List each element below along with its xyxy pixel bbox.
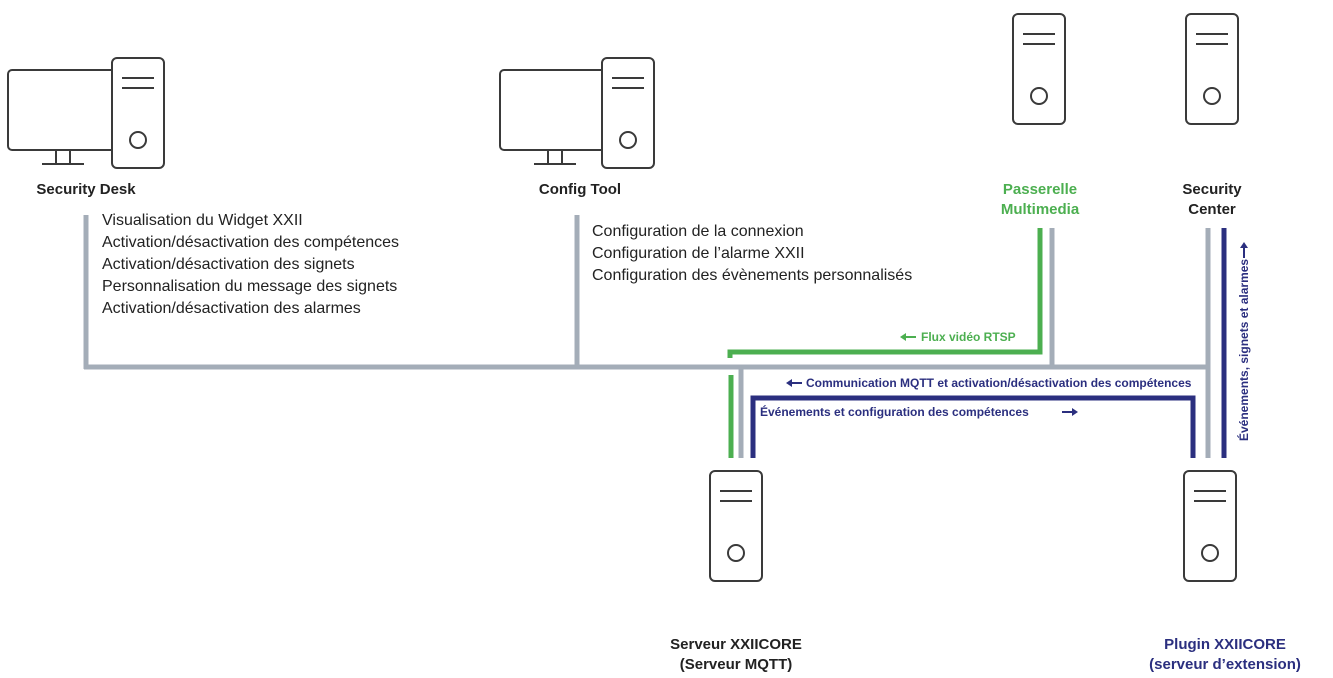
security-center-server-icon — [1185, 13, 1239, 125]
passerelle-label-line1: Passerelle — [1002, 181, 1078, 198]
list-item: Activation/désactivation des signets — [102, 256, 355, 273]
rtsp-video-flow-line — [727, 228, 1043, 358]
events-flow-label: Événements et configuration des compéten… — [760, 405, 1029, 419]
alarms-flow-label: Événements, signets et alarmes — [1237, 258, 1251, 441]
plugin-xxiicore-label-line2: (serveur d’extension) — [1149, 656, 1301, 673]
rtsp-flow-label: Flux vidéo RTSP — [921, 330, 1016, 344]
passerelle-label-line2: Multimedia — [1000, 201, 1080, 218]
config-tool-icon — [499, 57, 655, 169]
security-center-label: Security Center — [1162, 180, 1262, 220]
serveur-xxiicore-server-icon — [709, 470, 763, 582]
serveur-xxiicore-label-line1: Serveur XXIICORE — [670, 636, 802, 653]
security-desk-feature-list: Visualisation du Widget XXII Activation/… — [102, 210, 399, 320]
config-tool-label: Config Tool — [538, 181, 622, 198]
serveur-xxiicore-label-line2: (Serveur MQTT) — [679, 656, 793, 673]
events-flow-arrow-icon — [1062, 408, 1078, 416]
serveur-xxiicore-label: Serveur XXIICORE (Serveur MQTT) — [651, 635, 821, 675]
security-desk-icon — [7, 57, 165, 169]
plugin-xxiicore-label-line1: Plugin XXIICORE — [1164, 636, 1286, 653]
mqtt-flow-line — [750, 395, 1196, 458]
list-item: Activation/désactivation des alarmes — [102, 300, 361, 317]
passerelle-multimedia-server-icon — [1012, 13, 1066, 125]
alarms-flow-arrow-icon — [1240, 242, 1248, 258]
list-item: Visualisation du Widget XXII — [102, 212, 303, 229]
config-tool-feature-list: Configuration de la connexion Configurat… — [592, 221, 912, 287]
list-item: Configuration de l’alarme XXII — [592, 245, 805, 262]
list-item: Configuration de la connexion — [592, 223, 804, 240]
security-desk-label: Security Desk — [36, 181, 136, 198]
security-center-label-line2: Center — [1188, 201, 1236, 218]
rtsp-flow-arrow-icon — [900, 333, 916, 341]
plugin-xxiicore-server-icon — [1183, 470, 1237, 582]
list-item: Configuration des évènements personnalis… — [592, 267, 913, 284]
list-item: Activation/désactivation des compétences — [102, 234, 400, 251]
mqtt-flow-label: Communication MQTT et activation/désacti… — [806, 376, 1192, 390]
mqtt-flow-arrow-icon — [786, 379, 802, 387]
plugin-xxiicore-label: Plugin XXIICORE (serveur d’extension) — [1120, 635, 1330, 675]
passerelle-multimedia-label: Passerelle Multimedia — [980, 180, 1100, 220]
list-item: Personnalisation du message des signets — [102, 278, 398, 295]
security-center-label-line1: Security — [1182, 181, 1242, 198]
